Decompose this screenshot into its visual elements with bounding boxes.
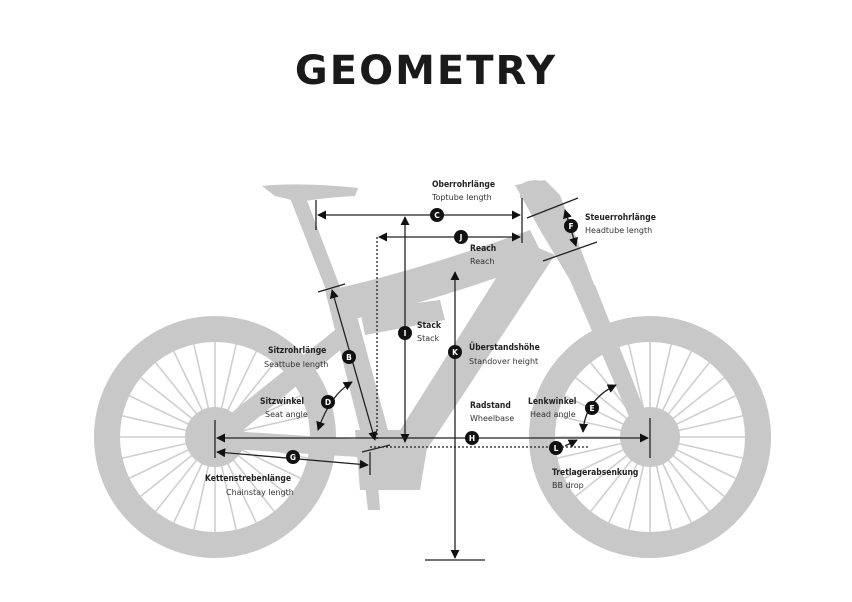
marker-e: E: [585, 401, 599, 415]
label-en: Headtube length: [585, 226, 652, 235]
label-standover: Überstandshöhe Standover height: [469, 342, 540, 366]
marker-k: K: [448, 345, 462, 359]
dimension-lines: [214, 197, 651, 561]
svg-text:E: E: [589, 404, 594, 413]
svg-text:F: F: [568, 222, 573, 231]
label-toptube: Oberrohrlänge Toptube length: [431, 180, 495, 202]
label-de: Sitzwinkel: [260, 397, 304, 407]
label-seatangle: Sitzwinkel Seat angle: [260, 397, 308, 419]
label-de: Steuerrohrlänge: [585, 213, 656, 223]
label-de: Tretlagerabsenkung: [552, 468, 638, 478]
label-headangle: Lenkwinkel Head angle: [528, 397, 576, 419]
label-seattube: Sitzrohrlänge Seattube length: [264, 346, 328, 369]
label-de: Reach: [470, 244, 496, 254]
label-de: Sitzrohrlänge: [268, 346, 326, 356]
svg-text:H: H: [469, 434, 475, 443]
label-bbdrop: Tretlagerabsenkung BB drop: [552, 468, 638, 490]
marker-f: F: [564, 219, 578, 233]
label-headtube: Steuerrohrlänge Headtube length: [585, 213, 656, 235]
label-wheelbase: Radstand Wheelbase: [470, 401, 514, 423]
label-en: Wheelbase: [470, 414, 514, 423]
label-en: Seattube length: [264, 360, 328, 369]
svg-text:K: K: [452, 348, 459, 357]
label-en: Reach: [470, 257, 495, 266]
marker-l: L: [549, 441, 563, 455]
label-de: Oberrohrlänge: [432, 180, 495, 190]
marker-c: C: [430, 208, 444, 222]
label-de: Überstandshöhe: [469, 342, 540, 353]
label-en: Chainstay length: [226, 488, 294, 497]
label-en: Toptube length: [431, 193, 492, 202]
label-de: Radstand: [470, 401, 511, 411]
label-en: Seat angle: [265, 410, 308, 419]
label-en: Stack: [417, 334, 440, 343]
label-reach: Reach Reach: [470, 244, 496, 266]
page-title: GEOMETRY: [294, 48, 558, 94]
label-stack: Stack Stack: [417, 321, 442, 343]
bike-silhouette: [94, 180, 771, 558]
label-en: Head angle: [530, 410, 576, 419]
svg-text:B: B: [346, 353, 352, 362]
label-en: Standover height: [469, 357, 538, 366]
label-de: Stack: [417, 321, 442, 331]
label-chainstay: Kettenstrebenlänge Chainstay length: [205, 474, 294, 497]
svg-text:D: D: [325, 398, 331, 407]
marker-d: D: [321, 395, 335, 409]
marker-i: I: [398, 326, 412, 340]
svg-text:L: L: [554, 444, 559, 453]
svg-text:G: G: [290, 453, 296, 462]
marker-g: G: [286, 450, 300, 464]
label-en: BB drop: [552, 481, 584, 490]
svg-text:J: J: [459, 233, 463, 242]
marker-j: J: [454, 230, 468, 244]
svg-text:I: I: [404, 329, 407, 338]
label-de: Lenkwinkel: [528, 397, 576, 407]
marker-b: B: [342, 350, 356, 364]
label-de: Kettenstrebenlänge: [205, 474, 291, 484]
svg-text:C: C: [434, 211, 440, 220]
marker-h: H: [465, 431, 479, 445]
